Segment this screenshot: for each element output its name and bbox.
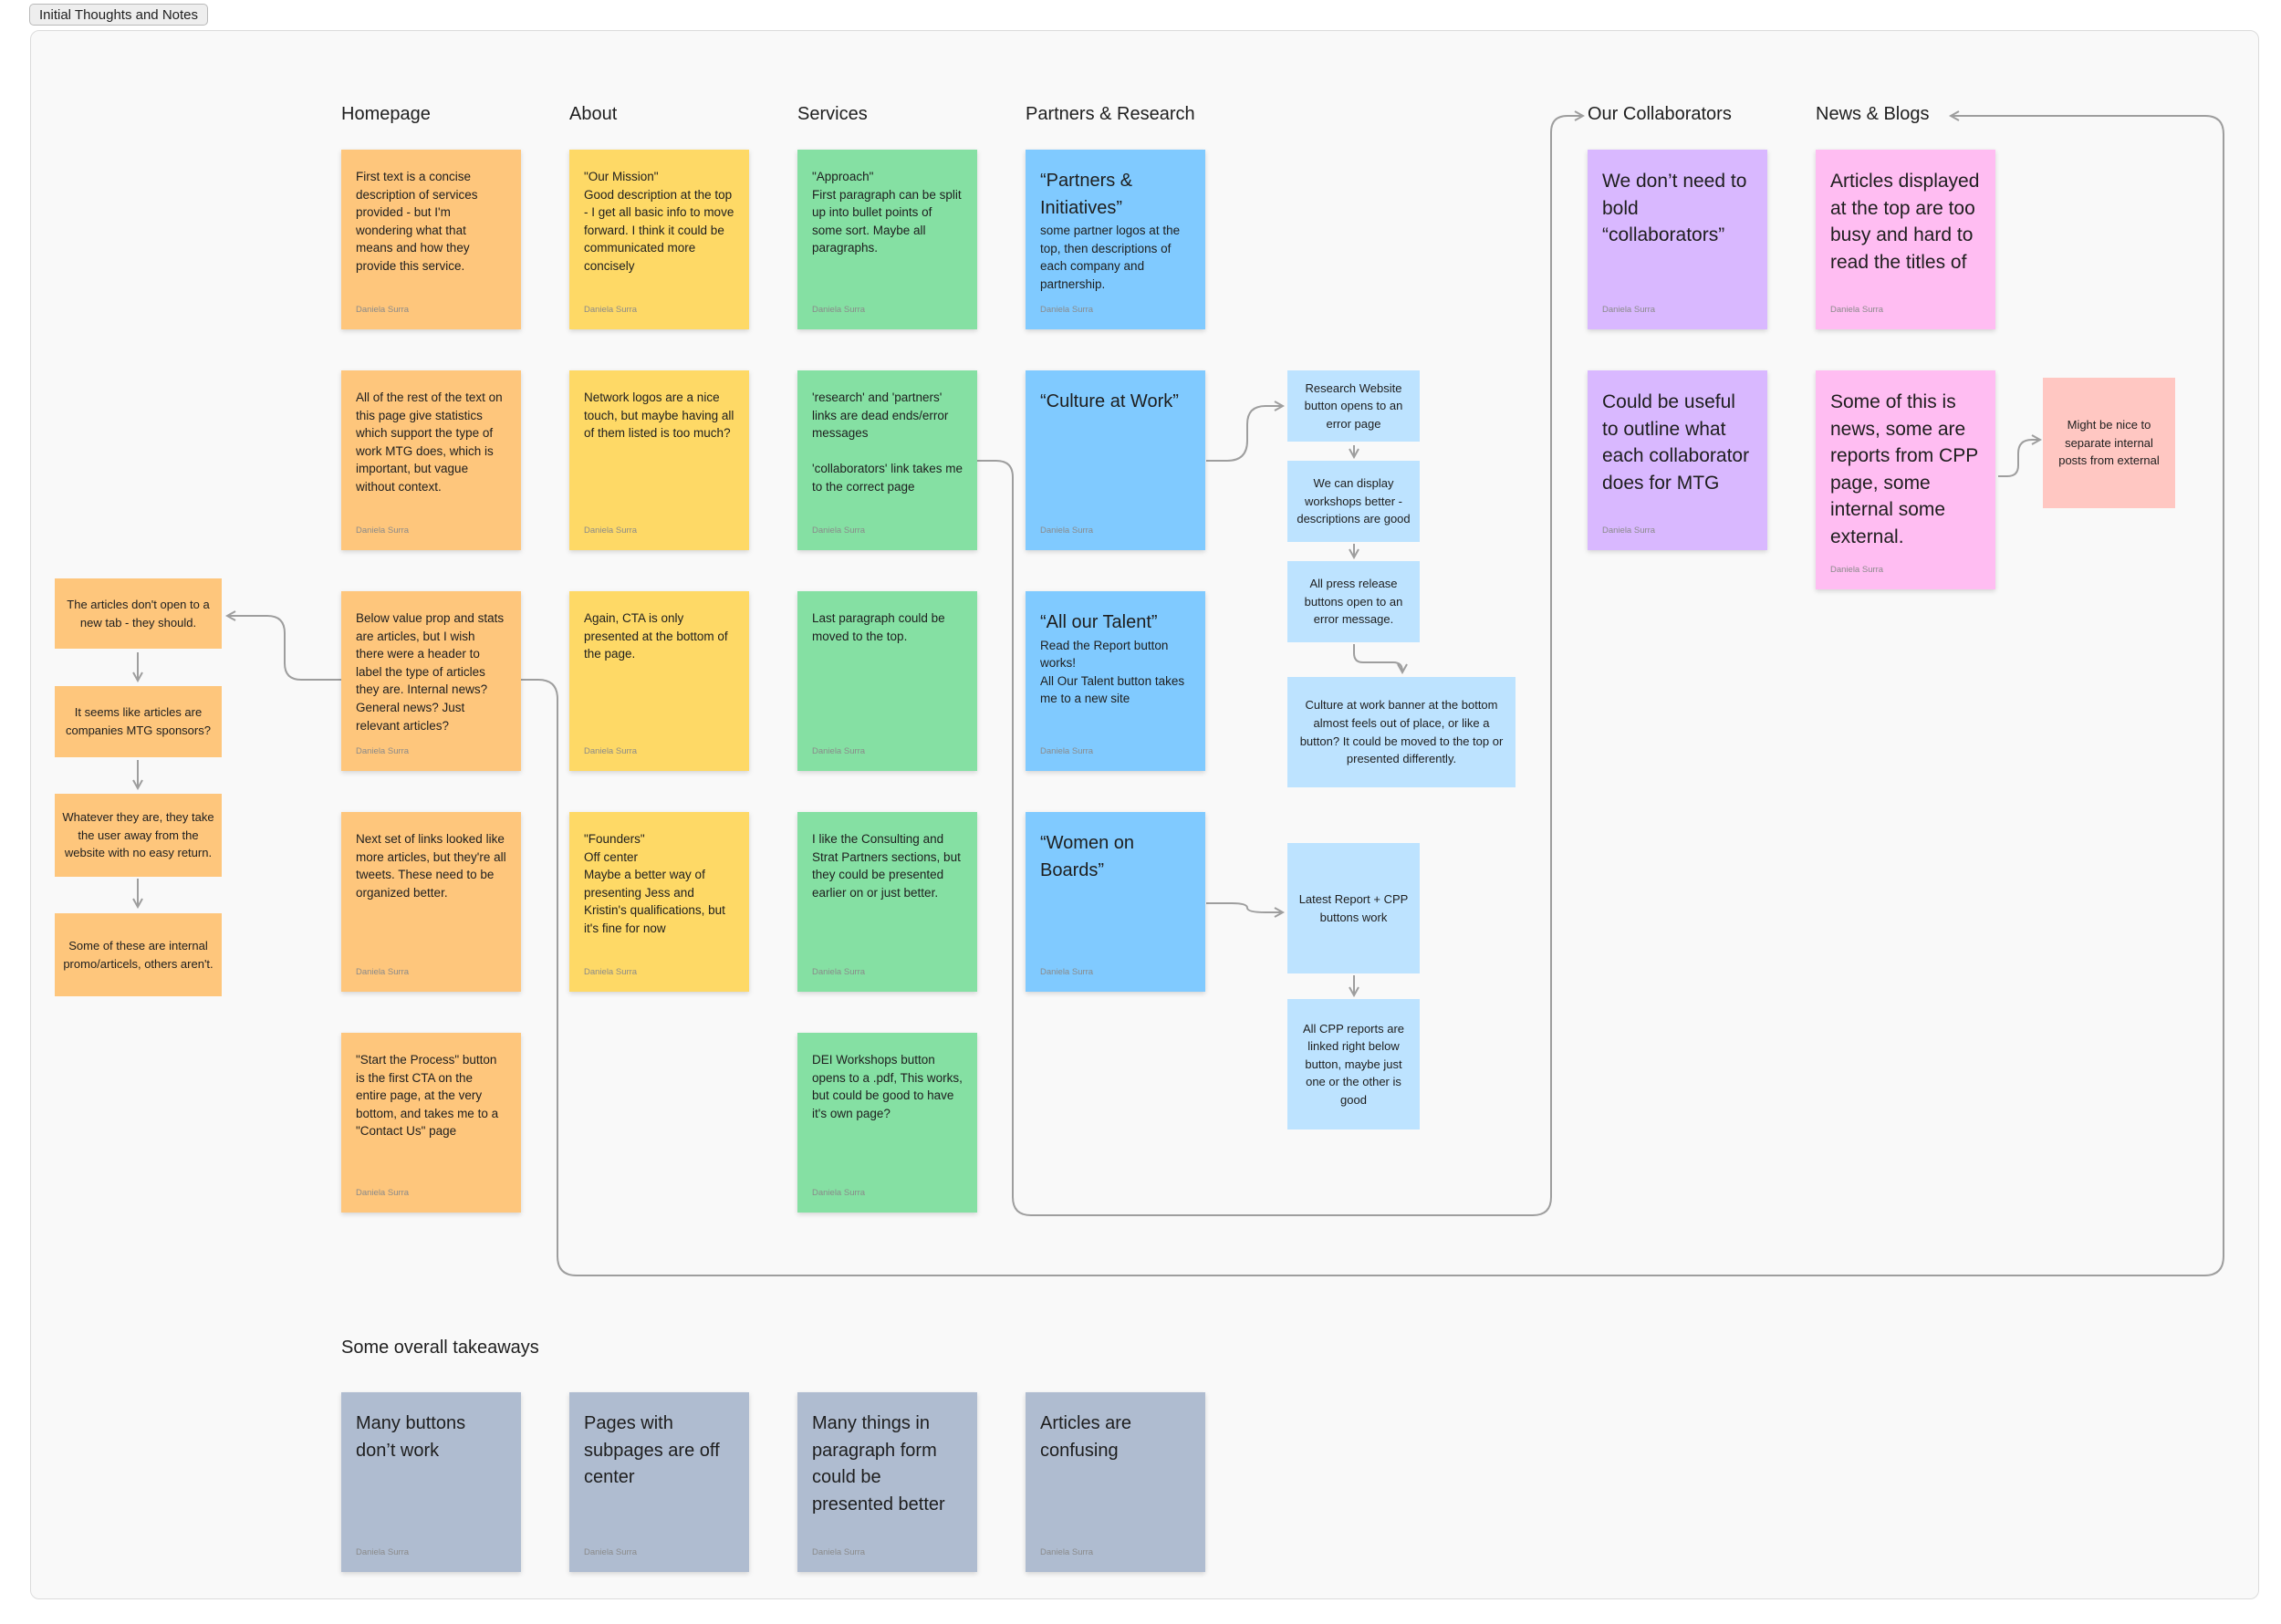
sticky-note[interactable]: DEI Workshops button opens to a .pdf, Th… [797,1033,977,1213]
column-title-news-blogs: News & Blogs [1816,104,1930,124]
sticky-note[interactable]: I like the Consulting and Strat Partners… [797,812,977,992]
note-author: Daniela Surra [584,526,638,536]
sticky-note[interactable]: Many buttons don’t work Daniela Surra [341,1392,521,1572]
sticky-note[interactable]: Pages with subpages are off center Danie… [569,1392,749,1572]
note-author: Daniela Surra [1040,305,1094,315]
sticky-note[interactable]: “Partners & Initiatives” some partner lo… [1026,150,1205,329]
flow-box[interactable]: All CPP reports are linked right below b… [1287,999,1420,1130]
note-text: Could be useful to outline what each col… [1602,391,1750,494]
sticky-note[interactable]: Below value prop and stats are articles,… [341,591,521,771]
sticky-note[interactable]: "Our Mission" Good description at the to… [569,150,749,329]
sticky-note[interactable]: Many things in paragraph form could be p… [797,1392,977,1572]
flow-box[interactable]: The articles don't open to a new tab - t… [55,578,222,649]
sticky-note[interactable]: "Approach" First paragraph can be split … [797,150,977,329]
note-author: Daniela Surra [812,1547,866,1557]
note-text: I like the Consulting and Strat Partners… [812,832,961,900]
note-text: DEI Workshops button opens to a .pdf, Th… [812,1053,963,1120]
sticky-note[interactable]: We don’t need to bold “collaborators” Da… [1588,150,1767,329]
note-text: Below value prop and stats are articles,… [356,611,505,733]
sticky-note[interactable]: "Start the Process" button is the first … [341,1033,521,1213]
note-author: Daniela Surra [1830,305,1884,315]
sticky-note[interactable]: “All our Talent” Read the Report button … [1026,591,1205,771]
flow-box[interactable]: Whatever they are, they take the user aw… [55,794,222,877]
note-author: Daniela Surra [1040,746,1094,756]
sticky-note[interactable]: First text is a concise description of s… [341,150,521,329]
note-title: “Culture at Work” [1040,391,1179,411]
frame-label[interactable]: Initial Thoughts and Notes [29,4,209,26]
note-author: Daniela Surra [1602,305,1656,315]
note-text: All of the rest of the text on this page… [356,390,503,494]
flow-box[interactable]: All press release buttons open to an err… [1287,561,1420,642]
note-author: Daniela Surra [812,305,866,315]
sticky-note[interactable]: “Culture at Work” Daniela Surra [1026,370,1205,550]
note-author: Daniela Surra [584,967,638,977]
note-text: Articles are confusing [1040,1413,1132,1461]
note-text: Articles displayed at the top are too bu… [1830,171,1980,273]
note-author: Daniela Surra [1040,967,1094,977]
note-title: “Women on Boards” [1040,833,1135,880]
note-author: Daniela Surra [356,526,410,536]
column-title-services: Services [797,104,868,124]
sticky-note[interactable]: Could be useful to outline what each col… [1588,370,1767,550]
note-author: Daniela Surra [356,746,410,756]
note-author: Daniela Surra [584,305,638,315]
note-text: We don’t need to bold “collaborators” [1602,171,1747,245]
note-author: Daniela Surra [1602,526,1656,536]
note-author: Daniela Surra [356,1547,410,1557]
note-author: Daniela Surra [812,1188,866,1198]
sticky-note[interactable]: “Women on Boards” Daniela Surra [1026,812,1205,992]
note-title: “All our Talent” [1040,612,1158,632]
column-title-homepage: Homepage [341,104,431,124]
note-author: Daniela Surra [812,967,866,977]
sticky-note[interactable]: Articles displayed at the top are too bu… [1816,150,1995,329]
sticky-note[interactable]: Some of this is news, some are reports f… [1816,370,1995,589]
sticky-note[interactable]: Next set of links looked like more artic… [341,812,521,992]
note-text: Some of this is news, some are reports f… [1830,391,1978,547]
flow-box[interactable]: Research Website button opens to an erro… [1287,370,1420,442]
flow-box[interactable]: Some of these are internal promo/articel… [55,913,222,996]
note-author: Daniela Surra [1040,526,1094,536]
note-text: Many buttons don’t work [356,1413,466,1461]
note-text: "Our Mission" Good description at the to… [584,170,734,273]
note-text: some partner logos at the top, then desc… [1040,224,1181,291]
note-author: Daniela Surra [356,305,410,315]
note-text: 'research' and 'partners' links are dead… [812,390,963,494]
flow-box[interactable]: We can display workshops better - descri… [1287,461,1420,542]
note-text: Read the Report button works! All Our Ta… [1040,638,1185,706]
note-text: "Start the Process" button is the first … [356,1053,499,1139]
note-author: Daniela Surra [812,526,866,536]
column-title-partners-research: Partners & Research [1026,104,1195,124]
note-author: Daniela Surra [356,1188,410,1198]
flow-box[interactable]: Might be nice to separate internal posts… [2043,378,2175,508]
flow-box[interactable]: Latest Report + CPP buttons work [1287,843,1420,973]
flow-box[interactable]: Culture at work banner at the bottom alm… [1287,677,1515,787]
note-author: Daniela Surra [812,746,866,756]
note-text: "Founders" Off center Maybe a better way… [584,832,725,935]
note-text: Last paragraph could be moved to the top… [812,611,945,643]
column-title-our-collaborators: Our Collaborators [1588,104,1732,124]
flow-box[interactable]: It seems like articles are companies MTG… [55,686,222,757]
sticky-note[interactable]: Network logos are a nice touch, but mayb… [569,370,749,550]
note-author: Daniela Surra [1830,565,1884,575]
note-author: Daniela Surra [584,746,638,756]
note-text: Network logos are a nice touch, but mayb… [584,390,734,441]
sticky-note[interactable]: 'research' and 'partners' links are dead… [797,370,977,550]
sticky-note[interactable]: Again, CTA is only presented at the bott… [569,591,749,771]
note-text: Many things in paragraph form could be p… [812,1413,945,1515]
sticky-note[interactable]: Last paragraph could be moved to the top… [797,591,977,771]
note-author: Daniela Surra [356,967,410,977]
sticky-note[interactable]: All of the rest of the text on this page… [341,370,521,550]
note-text: Again, CTA is only presented at the bott… [584,611,728,661]
note-text: Next set of links looked like more artic… [356,832,506,900]
note-text: Pages with subpages are off center [584,1413,720,1487]
sticky-note[interactable]: Articles are confusing Daniela Surra [1026,1392,1205,1572]
column-title-about: About [569,104,618,124]
note-text: First text is a concise description of s… [356,170,478,273]
note-author: Daniela Surra [584,1547,638,1557]
section-title-takeaways: Some overall takeaways [341,1338,539,1358]
note-title: “Partners & Initiatives” [1040,171,1133,218]
note-text: "Approach" First paragraph can be split … [812,170,962,255]
note-author: Daniela Surra [1040,1547,1094,1557]
sticky-note[interactable]: "Founders" Off center Maybe a better way… [569,812,749,992]
